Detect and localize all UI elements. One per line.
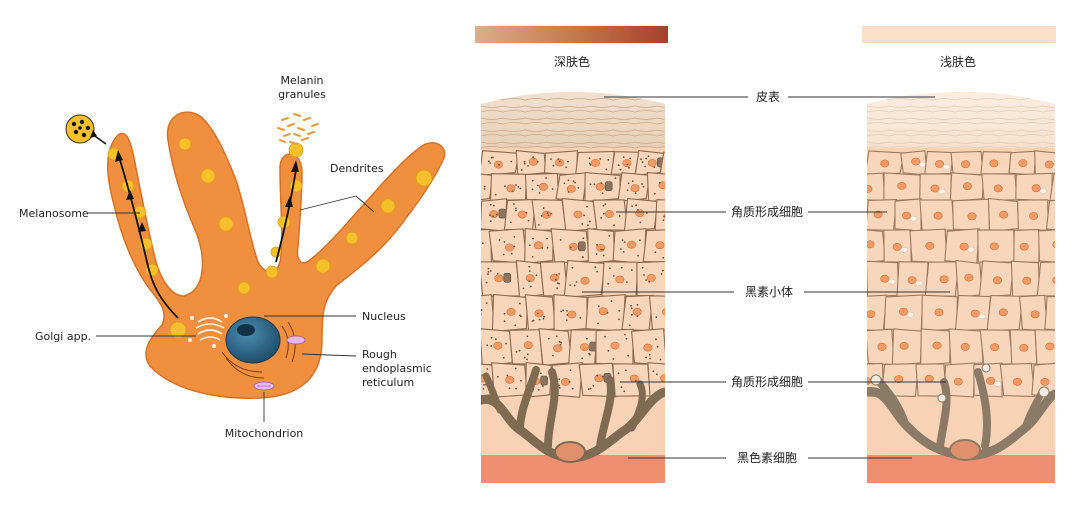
label-keratinocyte-bottom: 角质形成细胞: [731, 375, 803, 389]
transport-arrows: [119, 159, 297, 319]
dark-skin-section: [481, 92, 665, 483]
label-rer-1: Rough: [362, 348, 397, 361]
label-dendrites: Dendrites: [330, 162, 384, 175]
skin-leader-lines: [582, 96, 950, 459]
dark-skin-title: 深肤色: [554, 54, 590, 69]
light-stratum-corneum-lines: [867, 98, 1055, 149]
nucleus: [225, 316, 281, 364]
label-rer-2: endoplasmic: [362, 362, 432, 375]
light-skin-section: [867, 92, 1055, 483]
label-keratinocyte-top: 角质形成细胞: [731, 205, 803, 219]
dark-skin-color-bar: [475, 26, 668, 43]
light-skin-color-bar: [862, 26, 1056, 43]
melanin-granules-scatter: [277, 113, 319, 145]
label-golgi: Golgi app.: [35, 330, 91, 343]
label-nucleus: Nucleus: [362, 310, 406, 323]
label-melanocyte: 黑色素细胞: [737, 451, 797, 465]
label-epidermis: 皮表: [756, 90, 780, 104]
melanocyte-diagram: Melanin granules Dendrites Melanosome Go…: [19, 74, 446, 440]
light-melanocyte-network: [867, 363, 1055, 461]
melanosome-bulb: [65, 114, 107, 145]
label-melanin-granules-2: granules: [278, 88, 326, 101]
light-keratinocyte-cells: [867, 150, 1055, 398]
mitochondrion: [253, 381, 275, 391]
melanocyte-cell-body: [107, 111, 446, 399]
label-melanin-granules-1: Melanin: [280, 74, 323, 87]
rough-er-vesicle: [286, 335, 306, 345]
label-rer-3: reticulum: [362, 376, 414, 389]
golgi-apparatus: [195, 317, 225, 341]
melanosome-granules: [107, 137, 433, 339]
label-melanosome: Melanosome: [19, 207, 89, 220]
light-skin-title: 浅肤色: [940, 54, 976, 69]
label-skin-melanosome: 黑素小体: [745, 285, 793, 299]
label-mitochondrion: Mitochondrion: [225, 427, 304, 440]
dark-keratinocyte-cells: [481, 149, 665, 398]
dark-melanocyte-network: [481, 366, 665, 463]
